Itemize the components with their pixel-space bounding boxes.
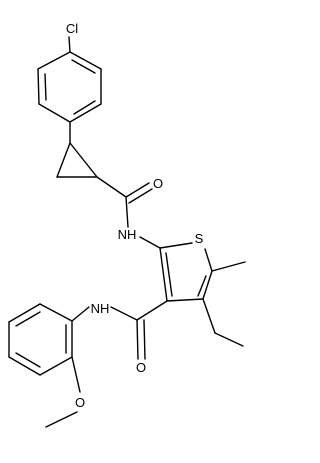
- bond: [37, 68, 40, 105]
- chlorine-label: Cl: [66, 21, 78, 36]
- bond: [69, 51, 102, 70]
- bond: [45, 411, 78, 428]
- bond: [71, 356, 81, 393]
- bond: [139, 236, 161, 249]
- bond: [125, 196, 129, 228]
- bond: [73, 100, 96, 115]
- bond: [136, 300, 168, 321]
- bond: [214, 332, 244, 347]
- bond: [15, 352, 41, 368]
- molecule-structure: Cl O NH S NH O O: [8, 21, 246, 428]
- amide-nh-label: NH: [118, 227, 137, 242]
- bond: [136, 319, 139, 360]
- upper-amide: [96, 176, 153, 228]
- bond: [125, 182, 150, 198]
- bond: [197, 275, 207, 297]
- bond: [204, 248, 213, 272]
- bond: [39, 303, 73, 322]
- lower-amide: [71, 300, 168, 360]
- oxygen-label: O: [153, 176, 163, 191]
- methoxyphenyl-ring: [8, 303, 73, 376]
- bond: [56, 142, 71, 178]
- bond: [8, 303, 41, 323]
- bond: [159, 242, 193, 249]
- methoxy-group: [45, 356, 81, 428]
- bond: [143, 319, 146, 360]
- bond: [96, 176, 127, 198]
- bond: [8, 356, 41, 376]
- bond: [71, 306, 90, 322]
- amide-nh-label: NH: [91, 301, 110, 316]
- bond: [211, 261, 246, 272]
- cyclopropane-ring: [56, 121, 98, 178]
- bond: [165, 252, 173, 297]
- bond: [38, 103, 71, 123]
- structure-canvas: Cl O NH S NH O O: [8, 21, 246, 428]
- thiophene-ring: [139, 236, 213, 302]
- bond: [44, 73, 47, 101]
- bond: [166, 298, 204, 302]
- bond: [69, 142, 98, 178]
- oxygen-label: O: [75, 395, 85, 410]
- bond: [159, 247, 168, 302]
- bond: [69, 103, 102, 123]
- sulfur-label: S: [195, 231, 204, 246]
- bond: [110, 306, 138, 321]
- bond: [15, 311, 41, 327]
- bond: [71, 59, 96, 74]
- bond: [128, 188, 153, 204]
- bond: [202, 270, 213, 300]
- bond: [37, 51, 71, 70]
- alkyl-substituents: [202, 261, 246, 347]
- oxygen-label: O: [136, 360, 146, 375]
- chlorophenyl-ring: [37, 36, 102, 123]
- bond: [202, 298, 216, 334]
- bond: [68, 36, 71, 53]
- bond: [39, 356, 73, 376]
